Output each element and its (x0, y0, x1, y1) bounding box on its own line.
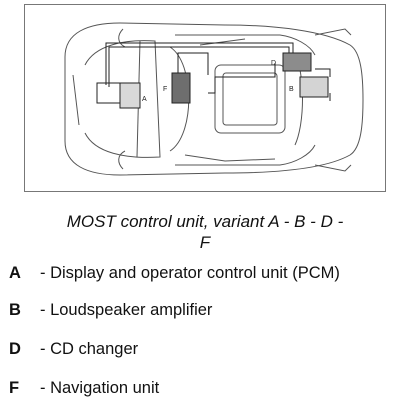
caption-line-2: F (199, 233, 211, 252)
unit-b-label: B (289, 86, 294, 93)
unit-b-box (299, 76, 329, 98)
diagram-frame: A F D B (24, 4, 386, 192)
unit-f-box (171, 72, 191, 104)
diagram-caption: MOST control unit, variant A - B - D - F (16, 211, 394, 253)
caption-line-1: MOST control unit, variant A - B - D - (66, 212, 344, 231)
legend-letter: D (9, 340, 21, 358)
legend-letter: B (9, 301, 21, 319)
legend-text: - Loudspeaker amplifier (40, 301, 213, 319)
control-units: A F D B (119, 52, 329, 109)
unit-f-label: F (163, 86, 167, 93)
unit-d-box (282, 52, 312, 72)
legend-text: - CD changer (40, 340, 139, 358)
car-top-view-diagram: A F D B (64, 22, 364, 176)
legend-letter: F (9, 379, 20, 397)
legend-text: - Navigation unit (40, 379, 160, 397)
unit-a-label: A (142, 96, 147, 103)
car-outline (64, 22, 364, 176)
unit-a-box (119, 82, 141, 109)
legend-letter: A (9, 264, 21, 282)
legend-text: - Display and operator control unit (PCM… (40, 264, 340, 282)
unit-d-label: D (271, 60, 276, 67)
